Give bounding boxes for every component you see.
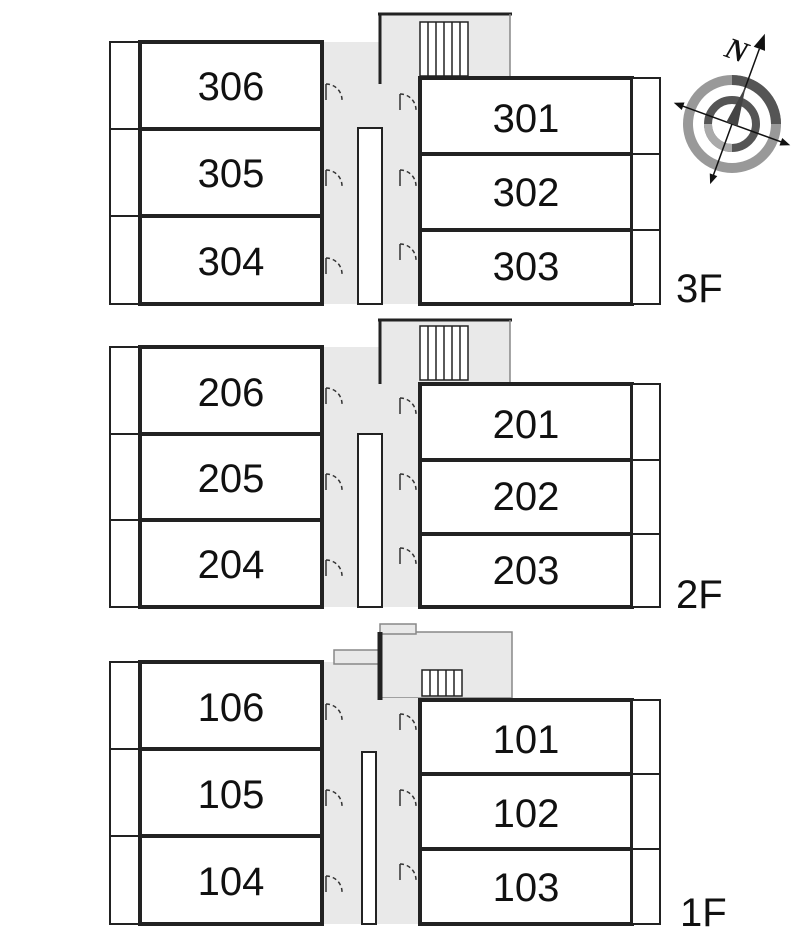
- unit-label-205: 205: [198, 457, 265, 501]
- unit-label-103: 103: [493, 866, 560, 910]
- floor-2f: 206 205 204 201 202 203 2F: [109, 318, 723, 617]
- unit-label-201: 201: [493, 403, 560, 447]
- balcony-right-3f: [631, 77, 661, 305]
- unit-203: [418, 532, 634, 609]
- floor-1f: 106 105 104 101 102 103 1F: [109, 623, 727, 935]
- unit-label-105: 105: [198, 773, 265, 817]
- shaft-2f: [357, 433, 383, 608]
- unit-301: [418, 76, 634, 156]
- unit-104: [138, 834, 324, 926]
- unit-204: [138, 518, 324, 609]
- shaft-3f: [357, 127, 383, 305]
- corridor-right-3f: [380, 84, 422, 304]
- unit-label-306: 306: [198, 65, 265, 109]
- shaft-1f: [361, 751, 377, 925]
- stairs-1f: [421, 669, 463, 697]
- unit-205: [138, 432, 324, 522]
- floor-3f: 306 305 304 301 302 303 3F: [109, 12, 723, 311]
- balcony-left-3f: [109, 41, 141, 305]
- unit-label-102: 102: [493, 792, 560, 836]
- balcony-left-2f: [109, 346, 141, 608]
- unit-label-204: 204: [198, 543, 265, 587]
- stairs-2f: [419, 325, 469, 381]
- floor-label-2f: 2F: [676, 573, 723, 617]
- unit-label-302: 302: [493, 171, 560, 215]
- corridor-right-1f: [380, 698, 422, 924]
- unit-102: [418, 772, 634, 851]
- unit-label-303: 303: [493, 245, 560, 289]
- compass-north-label: N: [720, 31, 754, 70]
- balcony-right-2f: [631, 383, 661, 608]
- unit-label-206: 206: [198, 371, 265, 415]
- unit-label-106: 106: [198, 686, 265, 730]
- unit-306: [138, 40, 324, 131]
- compass-rose-icon: N: [673, 31, 791, 185]
- corridor-right-2f: [380, 384, 422, 607]
- floor-label-3f: 3F: [676, 267, 723, 311]
- unit-106: [138, 660, 324, 751]
- unit-label-202: 202: [493, 475, 560, 519]
- balcony-right-1f: [631, 699, 661, 925]
- unit-label-101: 101: [493, 718, 560, 762]
- unit-label-203: 203: [493, 549, 560, 593]
- unit-label-301: 301: [493, 97, 560, 141]
- unit-label-304: 304: [198, 240, 265, 284]
- floor-label-1f: 1F: [680, 891, 727, 935]
- stairs-3f: [419, 21, 469, 77]
- unit-303: [418, 228, 634, 306]
- unit-304: [138, 214, 324, 306]
- unit-305: [138, 127, 324, 218]
- entrance-canopy-1f: [333, 649, 383, 665]
- balcony-left-1f: [109, 661, 141, 925]
- unit-206: [138, 345, 324, 436]
- unit-label-305: 305: [198, 152, 265, 196]
- unit-label-104: 104: [198, 860, 265, 904]
